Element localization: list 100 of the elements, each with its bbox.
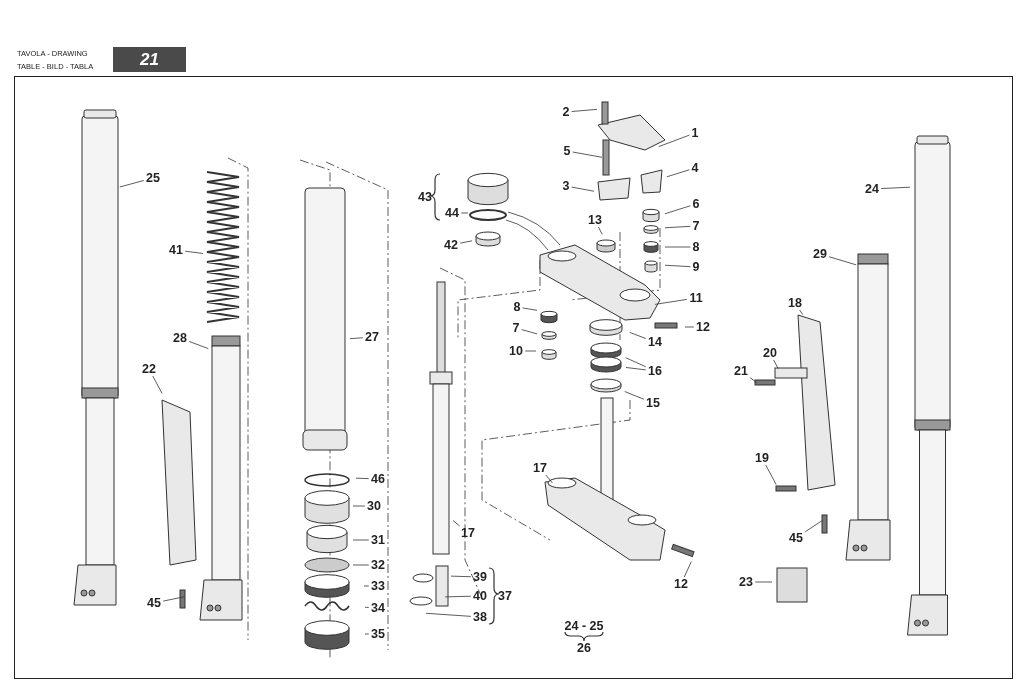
callout-number: 15 — [645, 396, 661, 410]
leader-line — [460, 212, 469, 214]
leader-line — [162, 596, 185, 602]
callout-number: 20 — [762, 346, 778, 360]
leader-line — [625, 367, 647, 371]
leader-line — [624, 391, 645, 400]
leader-line — [654, 299, 688, 305]
callout-number: 5 — [562, 144, 572, 158]
callout-number: 7 — [511, 321, 521, 335]
leader-line — [658, 134, 690, 147]
leader-line — [545, 474, 553, 484]
group-number: 37 — [497, 589, 513, 603]
callout-number: 23 — [738, 575, 754, 589]
callout-number: 9 — [691, 260, 701, 274]
callout-number: 14 — [647, 335, 663, 349]
callout-number: 28 — [172, 331, 188, 345]
leader-line — [571, 186, 595, 192]
callout-number: 45 — [788, 531, 804, 545]
callout-number: 2 — [561, 105, 571, 119]
callout-number: 11 — [688, 291, 704, 305]
group-number: 26 — [576, 641, 592, 655]
leader-line — [684, 326, 695, 328]
callout-number: 39 — [472, 570, 488, 584]
leader-line — [572, 151, 603, 158]
leader-line — [521, 329, 538, 335]
callout-number: 8 — [691, 240, 701, 254]
callout-number: 4 — [690, 161, 700, 175]
leader-line — [666, 169, 690, 178]
leader-line — [352, 564, 370, 566]
callout-number: 10 — [508, 344, 524, 358]
callout-number: 29 — [812, 247, 828, 261]
leader-line — [425, 612, 472, 617]
leader-line — [773, 359, 779, 369]
leader-line — [598, 226, 603, 235]
callout-number: 32 — [370, 558, 386, 572]
callout-number: 31 — [370, 533, 386, 547]
leader-line — [765, 464, 777, 485]
callout-number: 17 — [460, 526, 476, 540]
leader-line — [184, 250, 204, 254]
leader-line — [749, 377, 758, 384]
leader-line — [880, 186, 911, 189]
callout-number: 22 — [141, 362, 157, 376]
leader-line — [349, 337, 364, 340]
callout-number: 41 — [168, 243, 184, 257]
leader-line — [664, 225, 691, 229]
leader-line — [664, 205, 691, 215]
leader-line — [188, 341, 209, 349]
callout-number: 16 — [647, 364, 663, 378]
leader-line — [152, 375, 163, 394]
callout-number: 24 — [864, 182, 880, 196]
callout-number: 27 — [364, 330, 380, 344]
callout-number: 7 — [691, 219, 701, 233]
leader-line — [352, 539, 370, 541]
leader-line — [754, 581, 773, 583]
leader-line — [363, 585, 370, 587]
callout-number: 40 — [472, 589, 488, 603]
leader-line — [444, 595, 472, 598]
callout-number: 45 — [146, 596, 162, 610]
callout-number: 6 — [691, 197, 701, 211]
leader-line — [804, 519, 824, 533]
leader-line — [364, 633, 370, 635]
callout-number: 8 — [512, 300, 522, 314]
group-number: 24 - 25 — [563, 619, 605, 633]
callout-number: 35 — [370, 627, 386, 641]
callout-number: 13 — [587, 213, 603, 227]
callout-number: 19 — [754, 451, 770, 465]
leader-line — [450, 575, 472, 578]
leader-line — [524, 350, 537, 352]
leader-line — [352, 505, 366, 507]
callout-number: 17 — [532, 461, 548, 475]
callout-number: 42 — [443, 238, 459, 252]
callout-number: 12 — [695, 320, 711, 334]
leader-line — [571, 108, 598, 112]
group-number: 43 — [417, 190, 433, 204]
callout-number: 44 — [444, 206, 460, 220]
callout-number: 3 — [561, 179, 571, 193]
callout-number: 1 — [690, 126, 700, 140]
callout-number: 30 — [366, 499, 382, 513]
leader-line — [664, 246, 691, 248]
callout-number: 33 — [370, 579, 386, 593]
leader-line — [664, 264, 691, 268]
leader-line — [452, 520, 460, 527]
sheet-number: 21 — [113, 47, 186, 72]
leader-line — [799, 309, 804, 316]
leader-line — [828, 256, 857, 266]
leader-line — [629, 332, 647, 339]
leader-line — [119, 180, 145, 188]
leader-line — [683, 561, 692, 578]
callout-number: 21 — [733, 364, 749, 378]
callout-number: 46 — [370, 472, 386, 486]
callout-number: 34 — [370, 601, 386, 615]
callout-number: 38 — [472, 610, 488, 624]
leader-line — [522, 307, 538, 311]
callout-number: 25 — [145, 171, 161, 185]
leader-line — [625, 357, 647, 368]
leader-line — [355, 477, 370, 480]
leader-line — [364, 606, 370, 608]
callout-number: 12 — [673, 577, 689, 591]
callout-number: 18 — [787, 296, 803, 310]
leader-line — [459, 240, 473, 244]
